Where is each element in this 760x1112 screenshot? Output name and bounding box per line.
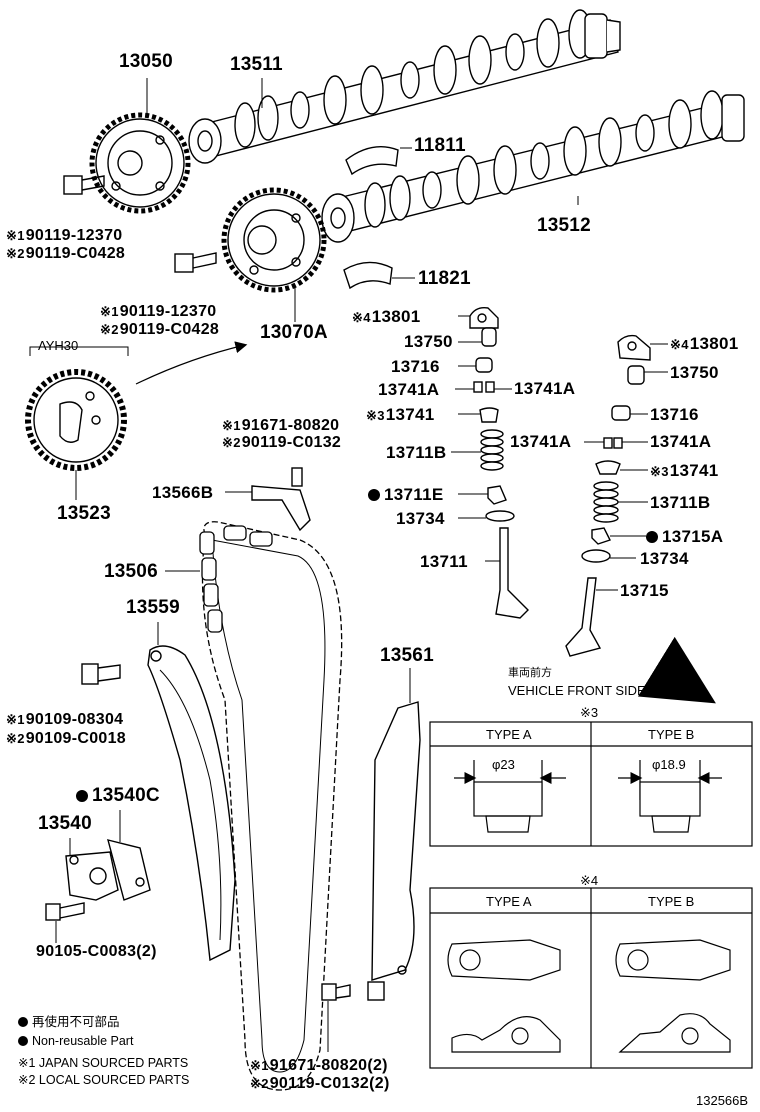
- label-right-13715a: 13715A: [646, 528, 723, 545]
- label-13070a: 13070A: [260, 322, 328, 343]
- bolt-group-2-line-1: ※190119-12370: [100, 303, 217, 320]
- label-right-13734: 13734: [640, 549, 689, 568]
- cam-sprocket-13523: [25, 369, 127, 471]
- label-right-13741: ※313741: [650, 461, 719, 480]
- table3-col-a: TYPE A: [486, 727, 532, 742]
- label-right-13750: 13750: [670, 363, 719, 382]
- bolt-group-5-line-2: ※290119-C0132(2): [250, 1075, 390, 1092]
- damper-bolt: [321, 983, 351, 1052]
- label-left-13801: ※413801: [352, 307, 421, 326]
- label-13559: 13559: [126, 597, 180, 618]
- label-right-13715: 13715: [620, 581, 669, 600]
- table3-dim-a: φ23: [492, 757, 515, 772]
- label-left-13741a-a: 13741A: [378, 380, 440, 399]
- direction-label-en: VEHICLE FRONT SIDE: [508, 683, 646, 698]
- label-right-13801: ※413801: [670, 334, 739, 353]
- label-right-13741a-b: 13741A: [650, 432, 712, 451]
- label-13566b: 13566B: [152, 483, 214, 502]
- camshaft-exhaust: [321, 90, 745, 243]
- bearing-11811: [345, 146, 399, 176]
- bolt-group-3-line-2: ※290119-C0132: [222, 434, 342, 451]
- timing-chain: [199, 521, 343, 1091]
- label-13506: 13506: [104, 561, 158, 582]
- diagram-id: 132566B: [696, 1093, 749, 1108]
- bolt-group-3-line-1: ※191671-80820: [222, 417, 340, 434]
- chain-tensioner-13540: [65, 839, 151, 901]
- label-left-13741: ※313741: [366, 405, 435, 424]
- gear-bolt-2: [174, 252, 217, 273]
- tensioner-bolt: [45, 902, 85, 943]
- label-right-13711b: 13711B: [650, 493, 711, 512]
- table4-col-a: TYPE A: [486, 894, 532, 909]
- label-90105: 90105-C0083(2): [36, 943, 157, 960]
- label-right-13716: 13716: [650, 405, 699, 424]
- gear-bolt-1: [63, 175, 105, 195]
- label-left-13716: 13716: [391, 357, 440, 376]
- valve-train-right: [565, 334, 651, 657]
- label-13050: 13050: [119, 51, 173, 72]
- engine-label: AYH30: [38, 338, 79, 353]
- label-11811: 11811: [414, 135, 466, 156]
- bolt-group-5-line-1: ※191671-80820(2): [250, 1057, 388, 1074]
- legend-en: Non-reusable Part: [18, 1035, 133, 1048]
- legend-note-1: ※1 JAPAN SOURCED PARTS: [18, 1056, 189, 1070]
- label-right-13741a-a: 13741A: [510, 432, 572, 451]
- bolt-group-1-line-2: ※290119-C0428: [6, 245, 126, 262]
- bolt-group-4-line-1: ※190109-08304: [6, 711, 124, 728]
- label-left-13734: 13734: [396, 509, 445, 528]
- vvt-gear-13050: [89, 112, 191, 214]
- label-left-13711: 13711: [420, 552, 468, 571]
- label-left-13750: 13750: [404, 332, 453, 351]
- bearing-11821: [343, 261, 393, 290]
- table4-col-b: TYPE B: [648, 894, 695, 909]
- table3-title: ※3: [580, 705, 599, 720]
- legend-jp: 再使用不可部品: [18, 1016, 120, 1029]
- label-left-13711b: 13711B: [386, 443, 447, 462]
- chain-guide-13566b: [251, 467, 311, 532]
- label-13540c: 13540C: [76, 786, 160, 805]
- direction-label-jp: 車両前方: [508, 667, 552, 679]
- vvt-gear-13070a: [221, 187, 327, 293]
- table3-dim-b: φ18.9: [652, 757, 686, 772]
- table4-title: ※4: [580, 873, 599, 888]
- bolt-group-2-line-2: ※290119-C0428: [100, 321, 220, 338]
- chain-damper-13561: [367, 701, 421, 1001]
- label-13561: 13561: [380, 645, 434, 666]
- label-left-13711e: 13711E: [368, 486, 443, 503]
- label-13523: 13523: [57, 503, 111, 524]
- legend-note-2: ※2 LOCAL SOURCED PARTS: [18, 1073, 190, 1087]
- type-table-4: [429, 887, 753, 1069]
- bolt-group-1-line-1: ※190119-12370: [6, 227, 123, 244]
- bolt-group-4-line-2: ※290109-C0018: [6, 730, 127, 747]
- camshaft-intake: [188, 9, 621, 164]
- valve-train-left: [469, 306, 529, 619]
- label-13540: 13540: [38, 813, 92, 834]
- type-table-3: [429, 721, 753, 847]
- label-13512: 13512: [537, 215, 591, 236]
- label-left-13741a-b: 13741A: [514, 379, 576, 398]
- table3-col-b: TYPE B: [648, 727, 695, 742]
- label-11821: 11821: [418, 268, 471, 289]
- slipper-bolt: [81, 663, 121, 685]
- chain-tensioner-slipper: [147, 645, 236, 962]
- label-13511: 13511: [230, 54, 283, 75]
